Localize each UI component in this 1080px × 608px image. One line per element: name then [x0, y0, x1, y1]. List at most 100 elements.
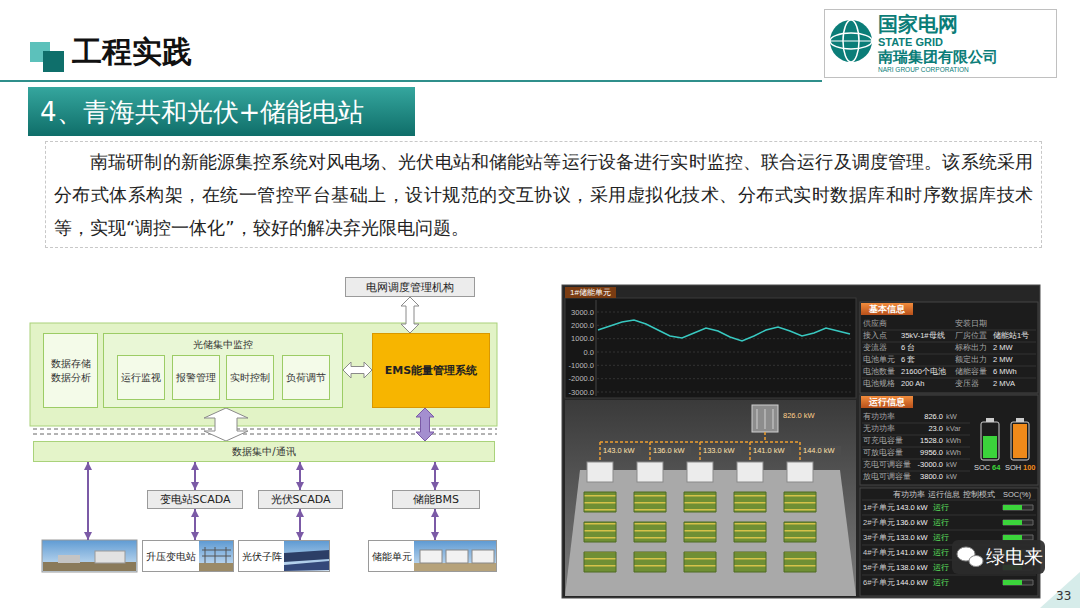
- node-text: 南瑞集团有限公司: [878, 48, 998, 66]
- info-panels: [860, 395, 1038, 485]
- site-photo: [42, 540, 137, 572]
- table-key: 变压器: [955, 379, 991, 388]
- screen-frame: [562, 285, 1040, 598]
- node-text: 运行监视: [121, 371, 161, 384]
- feeder-lines: [599, 442, 601, 462]
- node-text: 实时控制: [230, 371, 270, 384]
- plant-3d-view: [773, 409, 774, 429]
- link-line: [194, 509, 196, 540]
- feeder-lines: [649, 442, 651, 462]
- scada-box: 光伏SCADA: [258, 490, 343, 509]
- axis-tick: 2000.0: [561, 321, 594, 330]
- table-rules: [862, 459, 970, 460]
- node-text: 1#储能单元: [565, 287, 616, 298]
- comm-band: 数据集中/通讯: [33, 441, 495, 462]
- node-text: 4、青海共和光伏+储能电站: [40, 96, 364, 128]
- table-key: 标称出力: [955, 343, 991, 352]
- dispatch-box: 电网调度管理机构: [345, 277, 475, 297]
- chart-grid: [597, 312, 852, 313]
- table-key: 供应商: [863, 319, 901, 328]
- table-value: 储能站1号: [993, 331, 1036, 340]
- table-value: 6 台: [901, 343, 953, 352]
- node-text: 升压变电站: [145, 550, 197, 563]
- substation-photo: [142, 540, 234, 572]
- feeder-lines: [699, 442, 701, 462]
- table-key: 电池数量: [863, 367, 901, 376]
- axis-tick: -3000.0: [561, 388, 594, 397]
- storage-photo: [414, 541, 496, 571]
- table-key: 有功功率: [863, 412, 911, 421]
- node-text: 报警管理: [176, 371, 216, 384]
- info-panels: [860, 302, 1038, 393]
- watermark-badge: [952, 540, 1045, 574]
- node-text: 基本信息: [861, 303, 913, 315]
- table-header: 控制模式: [963, 490, 997, 499]
- function-box: 报警管理: [172, 355, 220, 400]
- status-text: 运行: [933, 518, 951, 527]
- axis-tick: 3000.0: [561, 308, 594, 317]
- soc-battery: [983, 436, 997, 458]
- table-value: 6 套: [901, 355, 953, 364]
- table-value: 133.0 kW: [896, 533, 931, 542]
- power-value: 143.0 kW: [603, 446, 641, 455]
- storage-photo: [472, 550, 494, 563]
- table-key: 充电可调容量: [863, 460, 911, 469]
- section-banner: 4、青海共和光伏+储能电站: [28, 87, 415, 136]
- logo-emblem: [824, 9, 1057, 78]
- table-value: 2 MVA: [993, 379, 1036, 388]
- table-value: 3800.0: [911, 472, 943, 481]
- table-value: 136.0 kW: [896, 518, 931, 527]
- ems-box: EMS能量管理系统: [372, 333, 490, 408]
- table-rules: [862, 378, 1036, 379]
- comm-link: [87, 462, 89, 540]
- battery-racks: [584, 552, 816, 572]
- node-text: 负荷调节: [286, 371, 326, 384]
- function-box: 运行监视: [117, 355, 165, 400]
- bms-box: 储能BMS: [392, 490, 480, 509]
- node-text: 数据存储 数据分析: [44, 357, 97, 385]
- node-text: 储能单元: [371, 550, 413, 563]
- soh-battery: [1016, 418, 1024, 422]
- power-chart: [565, 298, 856, 398]
- feeder-lines: [799, 442, 801, 462]
- storage-photo: [420, 550, 442, 563]
- table-value: 144.0 kW: [896, 578, 931, 587]
- substation-photo: [205, 547, 206, 563]
- table-value: 2 MW: [993, 343, 1036, 352]
- site-photo: [42, 540, 137, 572]
- table-value: 141.0 kW: [896, 548, 931, 557]
- block-arrow: [401, 297, 419, 333]
- link-line: [194, 462, 196, 490]
- table-rules: [862, 354, 1036, 355]
- power-value: 144.0 kW: [803, 446, 841, 455]
- table-rules: [862, 515, 1036, 516]
- soh-battery: [1013, 424, 1027, 458]
- link-line: [434, 509, 436, 540]
- table-key: 变流器: [863, 343, 901, 352]
- soc-battery: [981, 418, 999, 460]
- logo-emblem: [830, 33, 872, 49]
- table-rules: [862, 366, 1036, 367]
- table-rules: [862, 423, 970, 424]
- page-number: 33: [1056, 589, 1074, 604]
- battery-racks: [584, 522, 816, 542]
- gauge-label: SOH: [1005, 463, 1022, 472]
- table-key: 厂房位置: [955, 331, 991, 340]
- battery-racks: [584, 492, 816, 572]
- block-arrow: [343, 362, 372, 378]
- power-value: 133.0 kW: [703, 446, 741, 455]
- row-name: 3#子单元: [863, 533, 895, 542]
- table-value: 826.0: [911, 412, 943, 421]
- site-photo: [58, 555, 80, 563]
- logo-emblem: [830, 20, 872, 62]
- feeder-lines: [764, 432, 766, 442]
- table-unit: kWh: [946, 448, 968, 457]
- table-value: 6 MWh: [993, 367, 1036, 376]
- table-key: 安装日期: [955, 319, 991, 328]
- soh-battery: [1011, 418, 1029, 460]
- company-logo: 国家电网STATE GRID南瑞集团有限公司NARI GROUP CORPORA…: [824, 9, 1057, 78]
- table-unit: kW: [946, 472, 968, 481]
- converter-cabinets: [587, 462, 813, 482]
- plant-3d-view: [565, 470, 856, 596]
